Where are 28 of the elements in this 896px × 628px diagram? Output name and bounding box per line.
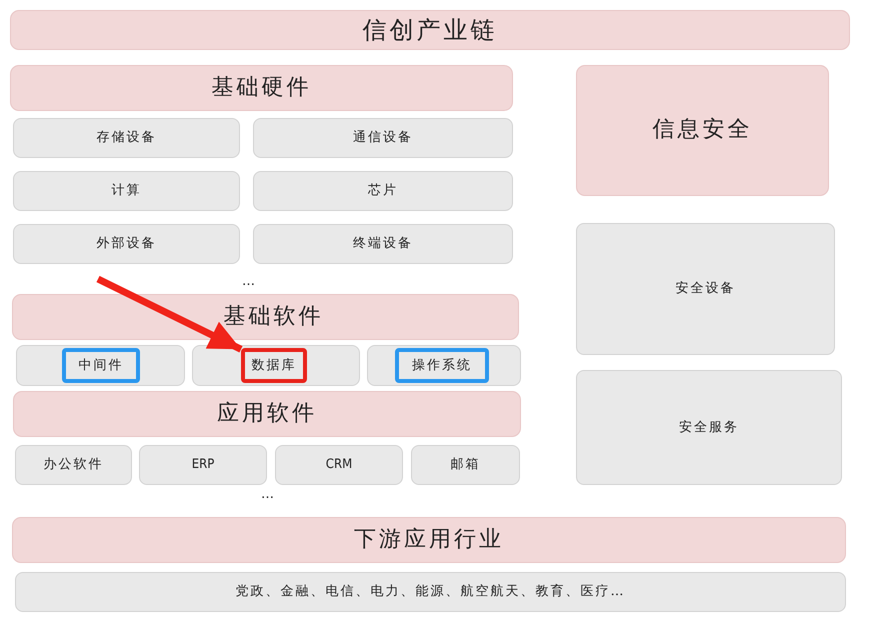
section-banner: 应用软件: [13, 391, 521, 437]
section-panel: 信息安全: [576, 65, 829, 196]
category-panel: 安全服务: [576, 370, 842, 485]
title-banner: 信创产业链: [10, 10, 850, 50]
category-tile: 邮箱: [411, 445, 520, 485]
category-tile: 外部设备: [13, 224, 240, 264]
category-tile: 存储设备: [13, 118, 240, 158]
category-tile: [192, 345, 360, 386]
highlight-frame: 操作系统: [395, 348, 489, 383]
category-tile: 芯片: [253, 171, 513, 211]
category-tile: 通信设备: [253, 118, 513, 158]
section-banner: 基础软件: [12, 294, 519, 340]
section-banner: 基础硬件: [10, 65, 513, 111]
category-panel: 安全设备: [576, 223, 835, 355]
highlight-frame: 中间件: [62, 348, 140, 383]
section-banner: 下游应用行业: [12, 517, 846, 563]
pointer-arrow: [96, 276, 243, 352]
category-tile: ERP: [139, 445, 267, 485]
category-tile: 计算: [13, 171, 240, 211]
category-tile: CRM: [275, 445, 403, 485]
category-tile: 办公软件: [15, 445, 132, 485]
category-tile: [367, 345, 521, 386]
ellipsis-text: …: [242, 275, 255, 288]
ellipsis-text: …: [261, 488, 274, 501]
highlight-frame: 数据库: [241, 348, 307, 383]
category-tile: 终端设备: [253, 224, 513, 264]
category-tile: [16, 345, 185, 386]
industry-list-tile: 党政、金融、电信、电力、能源、航空航天、教育、医疗…: [15, 572, 846, 612]
